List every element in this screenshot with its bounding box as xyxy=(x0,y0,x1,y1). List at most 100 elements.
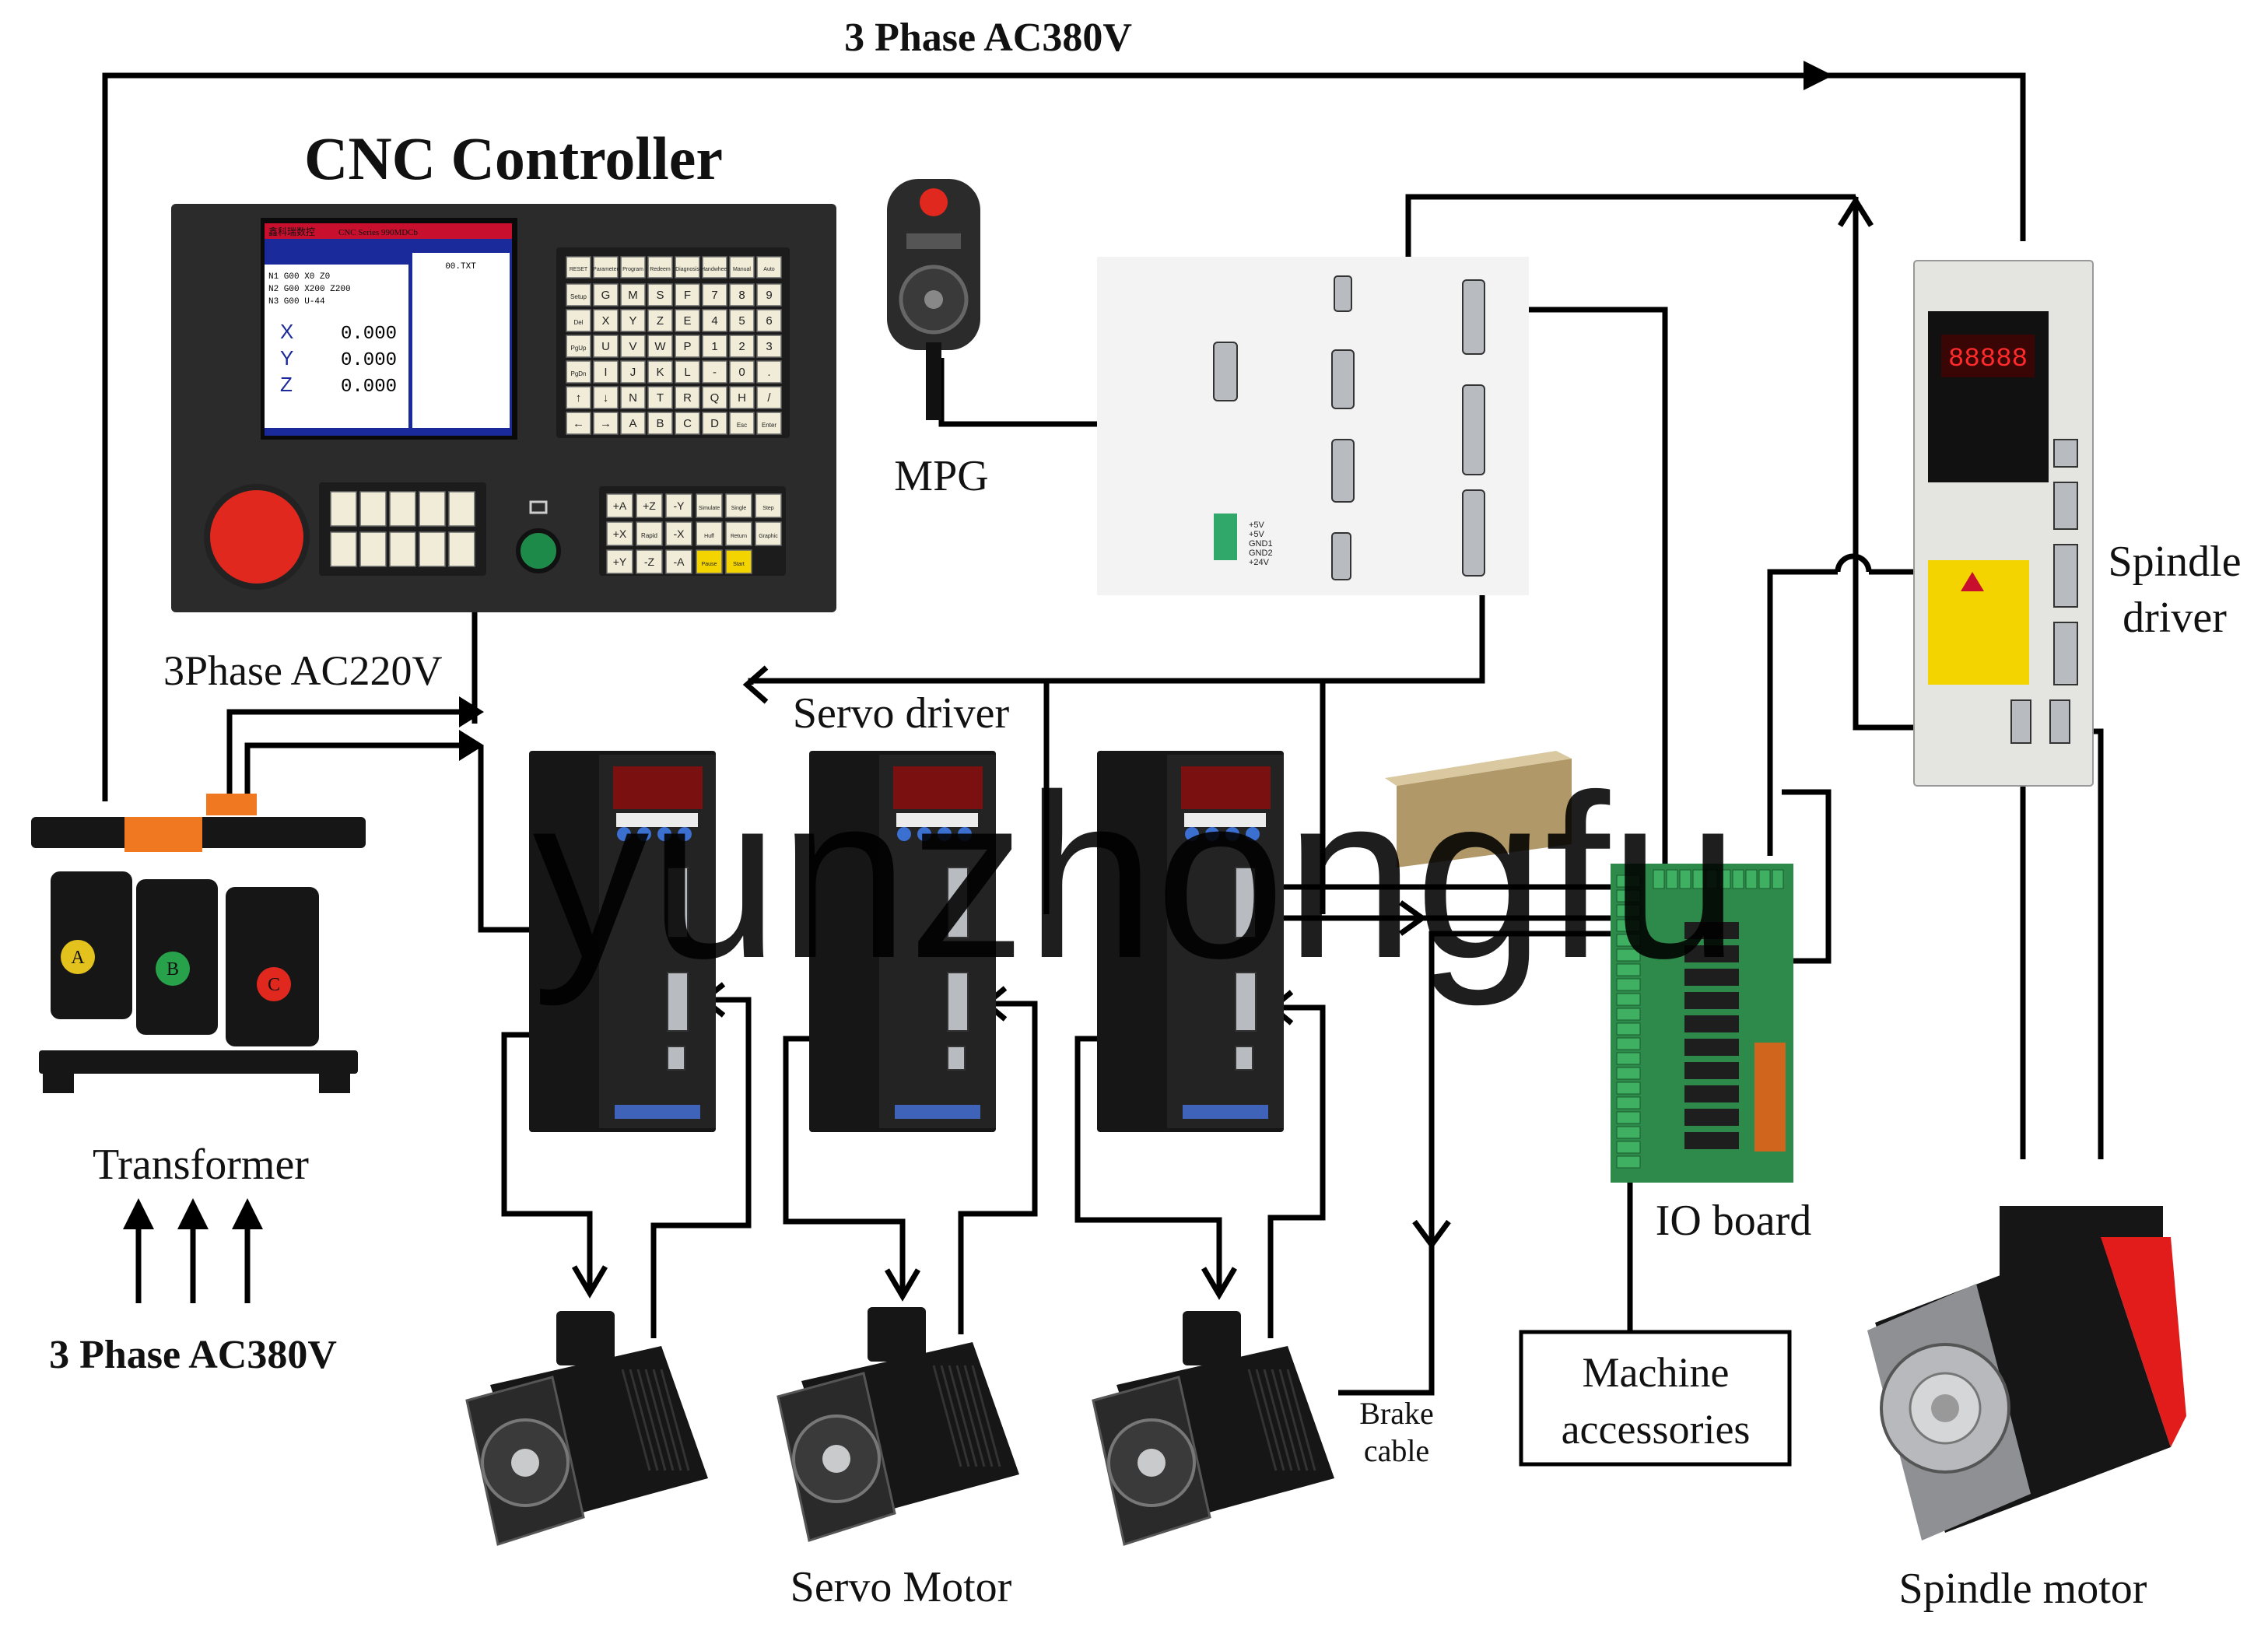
servo-driver-3 xyxy=(1097,751,1284,1132)
keypad-key[interactable] xyxy=(675,360,700,384)
keypad-key[interactable] xyxy=(566,256,591,279)
function-key[interactable] xyxy=(359,491,387,527)
keypad-key[interactable] xyxy=(566,412,591,435)
keypad-key[interactable] xyxy=(566,335,591,358)
keypad-key[interactable] xyxy=(647,360,673,384)
jog-key-label: -Y xyxy=(674,500,685,512)
keypad-key[interactable] xyxy=(702,412,727,435)
function-key[interactable] xyxy=(359,531,387,567)
keypad-key[interactable] xyxy=(593,386,619,409)
keypad-key[interactable] xyxy=(620,386,646,409)
mode-key[interactable] xyxy=(696,549,723,574)
keypad-key[interactable] xyxy=(593,412,619,435)
keypad-key[interactable] xyxy=(566,283,591,307)
function-key[interactable] xyxy=(448,491,475,527)
servo-driver-1 xyxy=(529,751,716,1132)
keypad-key[interactable] xyxy=(702,283,727,307)
keypad-key[interactable] xyxy=(593,360,619,384)
keypad-key[interactable] xyxy=(756,412,782,435)
mode-key[interactable] xyxy=(725,549,752,574)
keypad-key[interactable] xyxy=(620,412,646,435)
keypad-key[interactable] xyxy=(729,335,755,358)
keypad-key[interactable] xyxy=(702,386,727,409)
function-key[interactable] xyxy=(389,531,416,567)
jog-key[interactable] xyxy=(606,493,633,518)
function-key[interactable] xyxy=(389,491,416,527)
keypad-key[interactable] xyxy=(756,335,782,358)
keypad-key[interactable] xyxy=(566,309,591,332)
keypad-key[interactable] xyxy=(620,309,646,332)
keypad-key-label: D xyxy=(710,417,719,430)
keypad-key-label: H xyxy=(738,391,746,405)
keypad-key[interactable] xyxy=(620,283,646,307)
function-key[interactable] xyxy=(330,491,357,527)
keypad-key[interactable] xyxy=(756,386,782,409)
keypad-key-label: U xyxy=(601,340,610,353)
keypad-key[interactable] xyxy=(756,256,782,279)
keypad-key[interactable] xyxy=(593,309,619,332)
jog-key[interactable] xyxy=(636,549,663,574)
keypad-key[interactable] xyxy=(620,360,646,384)
keypad-key[interactable] xyxy=(647,309,673,332)
keypad-key[interactable] xyxy=(729,412,755,435)
keypad-key[interactable] xyxy=(756,283,782,307)
keypad-key[interactable] xyxy=(647,256,673,279)
keypad-key[interactable] xyxy=(729,283,755,307)
mode-key[interactable] xyxy=(725,493,752,518)
keypad-key[interactable] xyxy=(702,335,727,358)
keypad-key[interactable] xyxy=(620,335,646,358)
keypad-key[interactable] xyxy=(729,386,755,409)
keypad-key[interactable] xyxy=(729,256,755,279)
keypad-key[interactable] xyxy=(647,412,673,435)
connector-cn11 xyxy=(1331,349,1355,409)
keypad-key[interactable] xyxy=(675,283,700,307)
keypad-key[interactable] xyxy=(729,360,755,384)
mpg-handwheel xyxy=(887,179,980,420)
keypad-key[interactable] xyxy=(675,386,700,409)
keypad-key[interactable] xyxy=(729,309,755,332)
power-button[interactable] xyxy=(516,528,561,573)
keypad-key[interactable] xyxy=(647,386,673,409)
arrow-servo3-motor xyxy=(1201,1267,1238,1300)
mode-key[interactable] xyxy=(696,493,723,518)
keypad-key[interactable] xyxy=(675,256,700,279)
keypad-key[interactable] xyxy=(702,360,727,384)
keypad-key[interactable] xyxy=(647,335,673,358)
function-key[interactable] xyxy=(419,531,446,567)
controller-series: CNC Series 990MDCb xyxy=(338,228,419,237)
emergency-stop-button[interactable] xyxy=(204,484,310,590)
jog-key[interactable] xyxy=(606,549,633,574)
mode-key[interactable] xyxy=(696,521,723,546)
keypad-key[interactable] xyxy=(756,360,782,384)
mode-key[interactable] xyxy=(725,521,752,546)
jog-key[interactable] xyxy=(606,521,633,546)
keypad-key[interactable] xyxy=(593,256,619,279)
keypad-key[interactable] xyxy=(566,386,591,409)
keypad-key[interactable] xyxy=(702,309,727,332)
wire-ac220-1 xyxy=(226,709,471,794)
mode-key[interactable] xyxy=(755,521,782,546)
jog-key[interactable] xyxy=(665,493,692,518)
keypad-key[interactable] xyxy=(647,283,673,307)
keypad-key-label: A xyxy=(629,417,636,430)
keypad-key[interactable] xyxy=(593,335,619,358)
keypad-key[interactable] xyxy=(675,309,700,332)
keypad-key[interactable] xyxy=(593,283,619,307)
jog-key[interactable] xyxy=(636,521,663,546)
function-key[interactable] xyxy=(330,531,357,567)
keypad-key[interactable] xyxy=(756,309,782,332)
keypad-key[interactable] xyxy=(620,256,646,279)
mode-key[interactable] xyxy=(755,493,782,518)
function-key[interactable] xyxy=(419,491,446,527)
jog-key[interactable] xyxy=(636,493,663,518)
function-key[interactable] xyxy=(448,531,475,567)
jog-key[interactable] xyxy=(665,521,692,546)
wire-io-spindle-hop xyxy=(1835,553,1872,573)
jog-key[interactable] xyxy=(665,549,692,574)
keypad-key[interactable] xyxy=(702,256,727,279)
phase-b-marker: B xyxy=(167,959,179,980)
keypad-key[interactable] xyxy=(675,335,700,358)
keypad-key[interactable] xyxy=(566,360,591,384)
keypad-key[interactable] xyxy=(675,412,700,435)
label-brake-2: cable xyxy=(1364,1433,1429,1468)
